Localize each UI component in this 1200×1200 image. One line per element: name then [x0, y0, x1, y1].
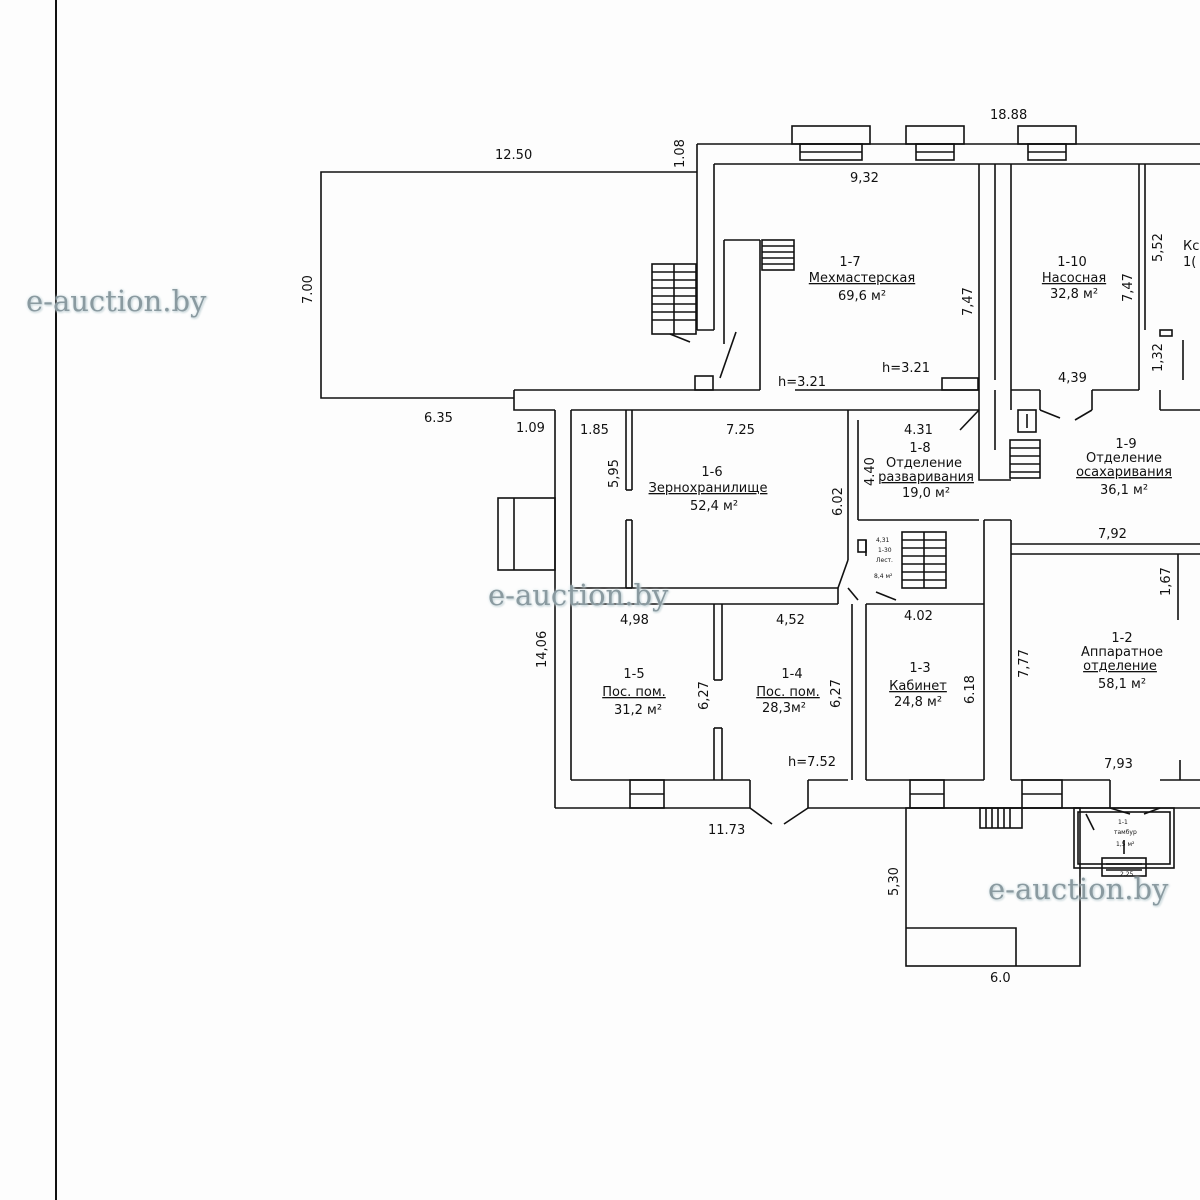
- room-18-area: 19,0 м²: [902, 486, 950, 501]
- room-19-name1: Отделение: [1086, 451, 1162, 466]
- room-16-name: Зернохранилище: [649, 481, 768, 496]
- watermark-3: e-auction.by: [988, 872, 1169, 906]
- room-15-name: Пос. пом.: [602, 685, 666, 700]
- dim-6-27b: 6,27: [829, 679, 844, 708]
- room-130-name: Лест.: [876, 557, 893, 564]
- dim-6-35: 6.35: [424, 411, 453, 426]
- dim-5-95: 5,95: [607, 459, 622, 488]
- window-box-2: [905, 125, 965, 145]
- room-13-area: 24,8 м²: [894, 695, 942, 710]
- dim-h-7-52: h=7.52: [788, 755, 836, 770]
- dim-7-92: 7,92: [1098, 527, 1127, 542]
- dim-4-52: 4,52: [776, 613, 805, 628]
- room-11-area: 1,5 м²: [1116, 841, 1135, 848]
- dim-7-47b: 7,47: [1121, 273, 1136, 302]
- stairs-18: [1009, 439, 1041, 479]
- room-19-name2: осахаривания: [1076, 465, 1172, 480]
- dim-7-77: 7,77: [1017, 649, 1032, 678]
- room-130-area: 8,4 м²: [874, 573, 893, 580]
- dim-18-88: 18.88: [990, 108, 1027, 123]
- dim-1-09: 1.09: [516, 421, 545, 436]
- dim-12-50: 12.50: [495, 148, 532, 163]
- room-12-num: 1-2: [1111, 631, 1132, 646]
- watermark-2: e-auction.by: [488, 578, 669, 612]
- dim-7-00: 7.00: [301, 275, 316, 304]
- room-13-name: Кабинет: [889, 679, 947, 694]
- dim-4-39: 4,39: [1058, 371, 1087, 386]
- room-12-area: 58,1 м²: [1098, 677, 1146, 692]
- dim-11-73: 11.73: [708, 823, 745, 838]
- room-11-name: тамбур: [1114, 829, 1137, 836]
- side-box: [497, 497, 556, 571]
- watermark-1: e-auction.by: [26, 284, 207, 318]
- room-14-name: Пос. пом.: [756, 685, 820, 700]
- annex-outline: [320, 171, 697, 399]
- dim-7-25: 7.25: [726, 423, 755, 438]
- dim-6-02: 6.02: [831, 487, 846, 516]
- window-box-1: [791, 125, 871, 145]
- room-labels: 1-7 Мехмастерская 69,6 м² 1-10 Насосная …: [602, 239, 1199, 878]
- dimension-labels: 18.88 12.50 1.08 9,32 7.00 7,47 7,47 5,5…: [301, 108, 1174, 986]
- dim-6-0: 6.0: [990, 971, 1011, 986]
- room-12-name2: отделение: [1083, 659, 1157, 674]
- window-box-3: [1017, 125, 1077, 145]
- dim-4-40: 4.40: [863, 457, 878, 486]
- room-130-dim: 4,31: [876, 537, 890, 544]
- room-110-name: Насосная: [1042, 271, 1106, 286]
- room-18-name2: разваривания: [878, 470, 974, 485]
- room-18-name1: Отделение: [886, 456, 962, 471]
- room-15-num: 1-5: [623, 667, 644, 682]
- room-16-area: 52,4 м²: [690, 499, 738, 514]
- room-13-num: 1-3: [909, 661, 930, 676]
- room-17-name: Мехмастерская: [809, 271, 915, 286]
- room-130-num: 1-30: [878, 547, 892, 554]
- room-15-area: 31,2 м²: [614, 703, 662, 718]
- room-19-num: 1-9: [1115, 437, 1136, 452]
- dim-7-47a: 7,47: [961, 287, 976, 316]
- dim-1-85: 1.85: [580, 423, 609, 438]
- dim-h-3-21a: h=3.21: [778, 375, 826, 390]
- room-11-num: 1-1: [1118, 819, 1128, 826]
- annex-bottom: [905, 807, 1081, 967]
- dim-5-30: 5,30: [887, 867, 902, 896]
- dim-6-27a: 6,27: [697, 681, 712, 710]
- dim-5-52: 5,52: [1151, 233, 1166, 262]
- dim-1-67: 1,67: [1159, 567, 1174, 596]
- room-14-area: 28,3м²: [762, 701, 806, 716]
- room-16-num: 1-6: [701, 465, 722, 480]
- room-12-name1: Аппаратное: [1081, 645, 1163, 660]
- dim-4-02: 4.02: [904, 609, 933, 624]
- room-14-num: 1-4: [781, 667, 802, 682]
- room-110-num: 1-10: [1057, 255, 1087, 270]
- room-19-area: 36,1 м²: [1100, 483, 1148, 498]
- dim-h-3-21b: h=3.21: [882, 361, 930, 376]
- dim-1-08: 1.08: [673, 139, 688, 168]
- tambour-11: [1073, 807, 1175, 869]
- dim-6-18: 6.18: [963, 675, 978, 704]
- dim-4-31: 4.31: [904, 423, 933, 438]
- room-11-dim: 2,25: [1120, 871, 1134, 878]
- dim-7-93: 7,93: [1104, 757, 1133, 772]
- dim-1-32: 1,32: [1151, 343, 1166, 372]
- dim-14-06: 14,06: [535, 631, 550, 668]
- room-k-label: Кс: [1183, 239, 1199, 254]
- room-17-num: 1-7: [839, 255, 860, 270]
- room-110-area: 32,8 м²: [1050, 287, 1098, 302]
- room-k-frag: 1(: [1183, 255, 1196, 270]
- stairs-17: [761, 239, 795, 271]
- dim-4-98: 4,98: [620, 613, 649, 628]
- plan-walls: [55, 0, 1200, 1200]
- dim-9-32: 9,32: [850, 171, 879, 186]
- room-18-num: 1-8: [909, 441, 930, 456]
- room-17-area: 69,6 м²: [838, 289, 886, 304]
